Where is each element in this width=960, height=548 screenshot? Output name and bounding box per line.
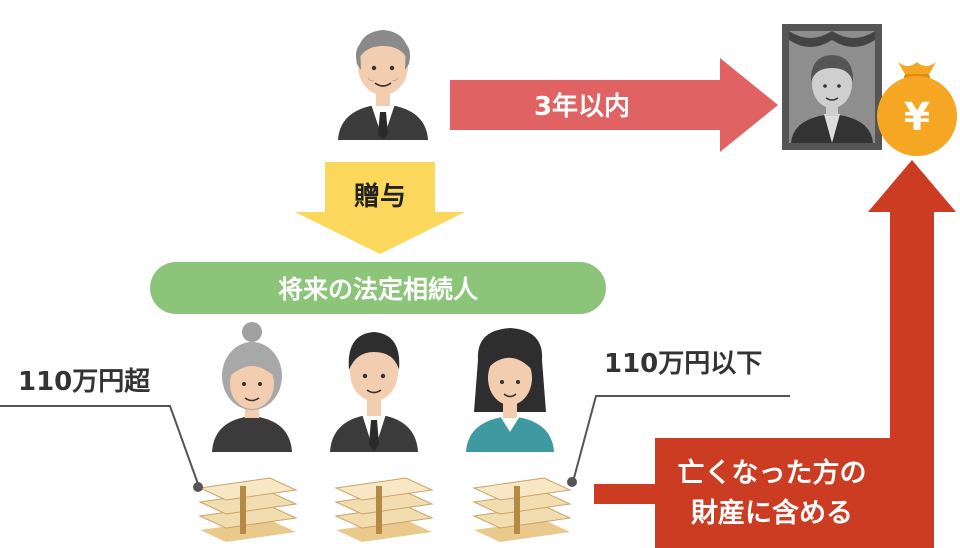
heirs-label: 将来の法定相続人 xyxy=(278,275,478,304)
over-callout-dot xyxy=(193,482,203,492)
bill-stack-left-icon xyxy=(198,477,298,542)
deceased-portrait-icon xyxy=(782,24,882,150)
money-bag-icon xyxy=(877,62,957,156)
bill-stack-middle-icon xyxy=(334,477,434,542)
gift-arrow xyxy=(295,162,465,254)
yen-symbol: ¥ xyxy=(904,95,930,139)
bill-stack-right-icon xyxy=(472,477,572,542)
three-years-label: 3年以内 xyxy=(534,91,630,122)
over-callout-line xyxy=(0,405,199,485)
under-110-label: 110万円以下 xyxy=(604,349,762,379)
over-110-label: 110万円超 xyxy=(18,367,151,397)
heirs-banner xyxy=(150,262,606,314)
son-person-icon xyxy=(330,332,418,452)
grandmother-person-icon xyxy=(212,322,292,452)
result-label-line1: 亡くなった方の xyxy=(678,457,867,489)
three-years-arrow xyxy=(450,58,778,152)
result-label-line2: 財産に含める xyxy=(691,497,853,529)
gift-label: 贈与 xyxy=(354,181,406,212)
under-callout-line xyxy=(573,395,790,479)
donor-person-icon xyxy=(338,30,428,140)
under-callout-dot xyxy=(567,477,577,487)
daughter-person-icon xyxy=(466,328,554,452)
include-in-estate-arrow xyxy=(594,160,956,548)
